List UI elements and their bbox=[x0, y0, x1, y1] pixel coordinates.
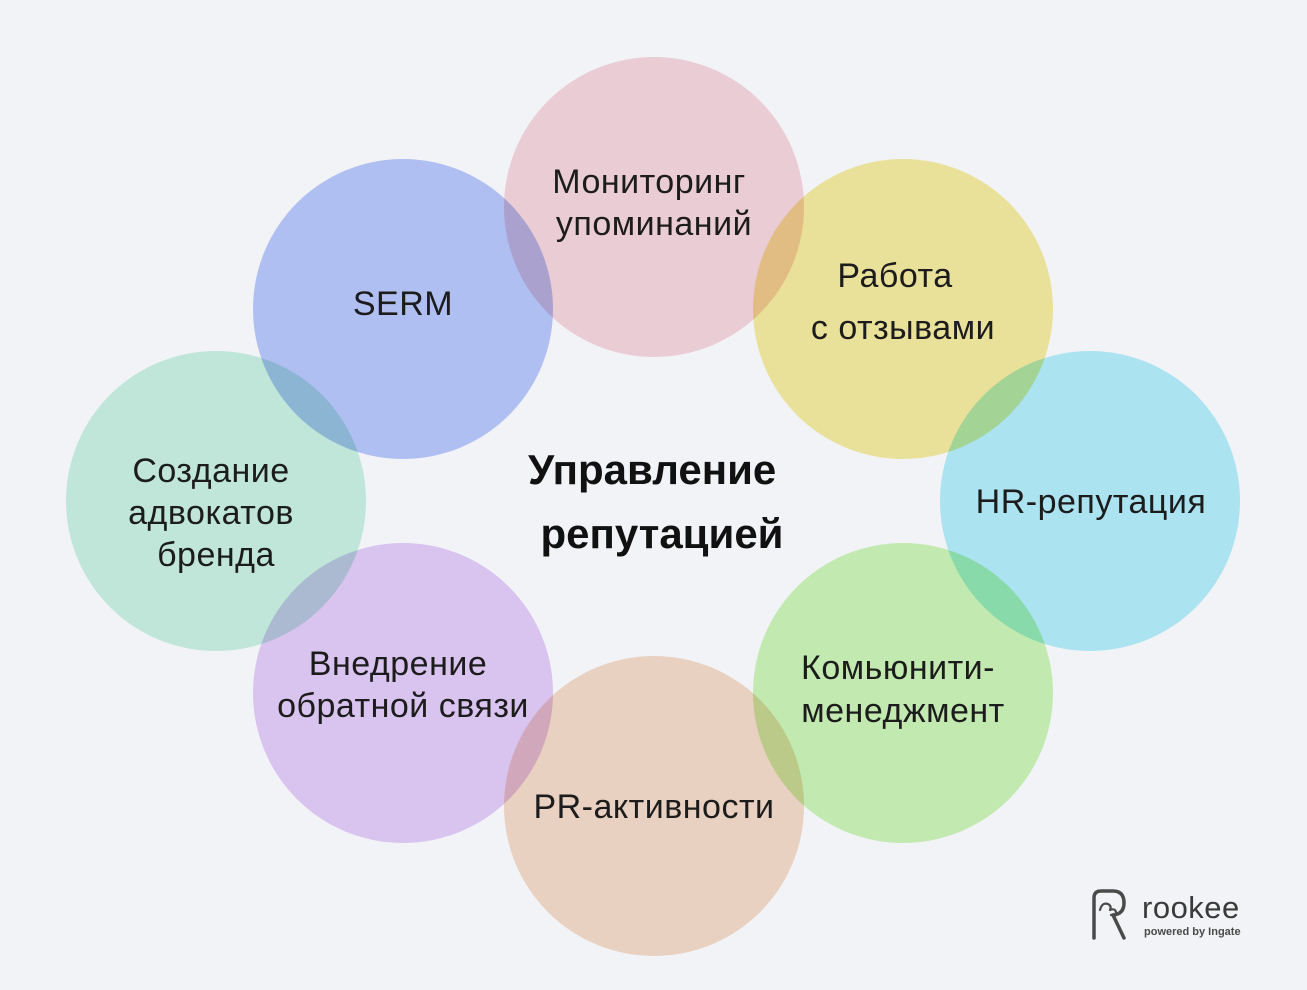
brand-name: rookee bbox=[1142, 890, 1240, 925]
rookee-logo-icon bbox=[1092, 889, 1126, 940]
circle-monitoring bbox=[504, 57, 804, 357]
circle-advocates bbox=[66, 351, 366, 651]
brand-logo: rookee powered by Ingate bbox=[1088, 886, 1258, 946]
label-hr: HR-репутация bbox=[976, 483, 1207, 521]
label-advocates-line-3: бренда bbox=[157, 536, 275, 574]
label-feedback: Внедрение обратной связи bbox=[277, 645, 529, 725]
center-title-line-2: репутацией bbox=[541, 510, 784, 557]
label-community: Комьюнити- менеджмент bbox=[801, 649, 1005, 730]
circle-feedback bbox=[253, 543, 553, 843]
label-advocates-line-1: Создание bbox=[132, 452, 289, 490]
label-reviews-line-2: с отзывами bbox=[811, 309, 995, 347]
circle-serm bbox=[253, 159, 553, 459]
label-feedback-line-1: Внедрение bbox=[309, 645, 487, 683]
label-serm: SERM bbox=[353, 285, 453, 323]
label-serm-line-1: SERM bbox=[353, 285, 453, 323]
label-pr-line-1: PR-активности bbox=[533, 788, 774, 826]
label-community-line-1: Комьюнити- bbox=[801, 649, 995, 687]
label-advocates-line-2: адвокатов bbox=[128, 494, 294, 532]
label-monitoring-line-1: Мониторинг bbox=[552, 163, 746, 201]
label-monitoring: Мониторинг упоминаний bbox=[552, 163, 756, 243]
circles-group bbox=[66, 57, 1240, 956]
label-hr-line-1: HR-репутация bbox=[976, 483, 1207, 521]
circle-reviews bbox=[753, 159, 1053, 459]
center-title-line-1: Управление bbox=[528, 446, 776, 493]
label-feedback-line-2: обратной связи bbox=[277, 687, 529, 725]
label-reviews-line-1: Работа bbox=[837, 257, 952, 295]
labels-group: Мониторинг упоминаний Работа с отзывами … bbox=[128, 163, 1206, 826]
label-advocates: Создание адвокатов бренда bbox=[128, 452, 304, 574]
label-reviews: Работа с отзывами bbox=[811, 257, 995, 347]
circle-pr bbox=[504, 656, 804, 956]
circle-hr bbox=[940, 351, 1240, 651]
brand-tagline: powered by Ingate bbox=[1144, 926, 1241, 938]
circle-community bbox=[753, 543, 1053, 843]
center-title: Управление репутацией bbox=[528, 446, 788, 557]
label-monitoring-line-2: упоминаний bbox=[556, 205, 752, 243]
label-pr: PR-активности bbox=[533, 788, 774, 826]
label-community-line-2: менеджмент bbox=[801, 692, 1004, 730]
